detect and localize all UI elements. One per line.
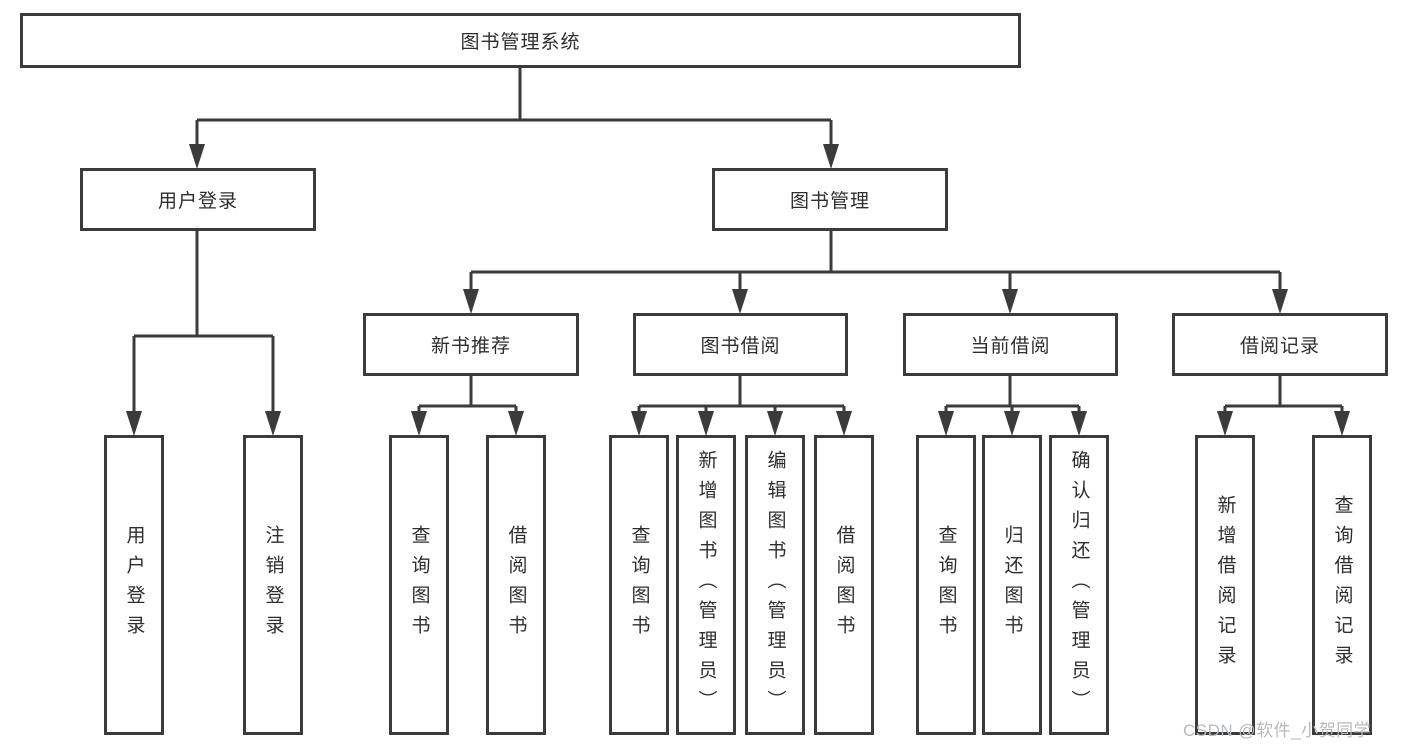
- arrowhead-icon: [938, 411, 954, 436]
- node-book-management: 图书管理: [712, 168, 948, 231]
- arrowheads: [126, 144, 1350, 436]
- leaf-borrow-books-recommend: 借阅图书: [486, 435, 546, 735]
- node-label: 图书借阅: [700, 336, 781, 357]
- csdn-watermark: CSDN @软件_小贺同学: [1183, 721, 1372, 740]
- leaf-user-login: 用户登录: [104, 435, 164, 735]
- node-label: 编辑图书（管理员）: [764, 450, 786, 720]
- leaf-confirm-return-admin: 确认归还（管理员）: [1049, 435, 1109, 735]
- node-label: 查询图书: [408, 525, 430, 645]
- arrowhead-icon: [1217, 411, 1233, 436]
- leaf-borrow-books: 借阅图书: [814, 435, 874, 735]
- arrowhead-icon: [1071, 411, 1087, 436]
- node-label: 当前借阅: [970, 336, 1051, 357]
- arrowhead-icon: [1002, 289, 1018, 314]
- arrowhead-icon: [463, 289, 479, 314]
- arrowhead-icon: [732, 289, 748, 314]
- connector-records-to-leaves: [1223, 375, 1344, 412]
- leaf-return-book: 归还图书: [982, 435, 1042, 735]
- arrowhead-icon: [823, 144, 839, 169]
- arrowhead-icon: [265, 411, 281, 436]
- node-label: 图书管理: [789, 191, 870, 212]
- arrowhead-icon: [767, 411, 783, 436]
- leaf-query-borrow-record: 查询借阅记录: [1312, 435, 1372, 735]
- node-label: 借阅记录: [1239, 336, 1320, 357]
- connector-newbook-to-leaves: [417, 375, 518, 412]
- node-label: 借阅图书: [505, 525, 527, 645]
- leaf-edit-book-admin: 编辑图书（管理员）: [745, 435, 805, 735]
- connector-bookmgmt-to-level3: [469, 230, 1282, 290]
- leaf-query-books-borrow: 查询图书: [609, 435, 669, 735]
- node-label: 新书推荐: [430, 336, 511, 357]
- connector-currentborrow-to-leaves: [944, 375, 1081, 412]
- arrowhead-icon: [126, 411, 142, 436]
- node-new-book-recommend: 新书推荐: [363, 313, 579, 376]
- node-root-system: 图书管理系统: [20, 13, 1021, 68]
- arrowhead-icon: [508, 411, 524, 436]
- node-book-borrow: 图书借阅: [633, 313, 848, 376]
- leaf-logout: 注销登录: [243, 435, 303, 735]
- connector-userlogin-to-leaves: [132, 230, 275, 412]
- arrowhead-icon: [631, 411, 647, 436]
- node-label: 用户登录: [123, 525, 145, 645]
- node-label: 查询图书: [935, 525, 957, 645]
- node-borrow-records: 借阅记录: [1172, 313, 1388, 376]
- node-label: 用户登录: [157, 191, 238, 212]
- leaf-query-books-recommend: 查询图书: [389, 435, 449, 735]
- connector-root-to-level2: [195, 67, 833, 146]
- leaf-query-books-current: 查询图书: [916, 435, 976, 735]
- leaf-add-book-admin: 新增图书（管理员）: [676, 435, 736, 735]
- node-label: 归还图书: [1001, 525, 1023, 645]
- node-label: 查询借阅记录: [1331, 495, 1353, 675]
- arrowhead-icon: [836, 411, 852, 436]
- arrowhead-icon: [1334, 411, 1350, 436]
- connector-bookborrow-to-leaves: [637, 375, 846, 412]
- node-label: 查询图书: [628, 525, 650, 645]
- arrowhead-icon: [1272, 289, 1288, 314]
- node-label: 确认归还（管理员）: [1068, 450, 1090, 720]
- node-user-login: 用户登录: [80, 168, 316, 231]
- node-label: 新增图书（管理员）: [695, 450, 717, 720]
- node-label: 新增借阅记录: [1214, 495, 1236, 675]
- arrowhead-icon: [698, 411, 714, 436]
- arrowhead-icon: [189, 144, 205, 169]
- arrowhead-icon: [1004, 411, 1020, 436]
- leaf-add-borrow-record: 新增借阅记录: [1195, 435, 1255, 735]
- node-current-borrow: 当前借阅: [903, 313, 1118, 376]
- node-label: 图书管理系统: [460, 32, 581, 53]
- arrowhead-icon: [411, 411, 427, 436]
- node-label: 借阅图书: [833, 525, 855, 645]
- node-label: 注销登录: [262, 525, 284, 645]
